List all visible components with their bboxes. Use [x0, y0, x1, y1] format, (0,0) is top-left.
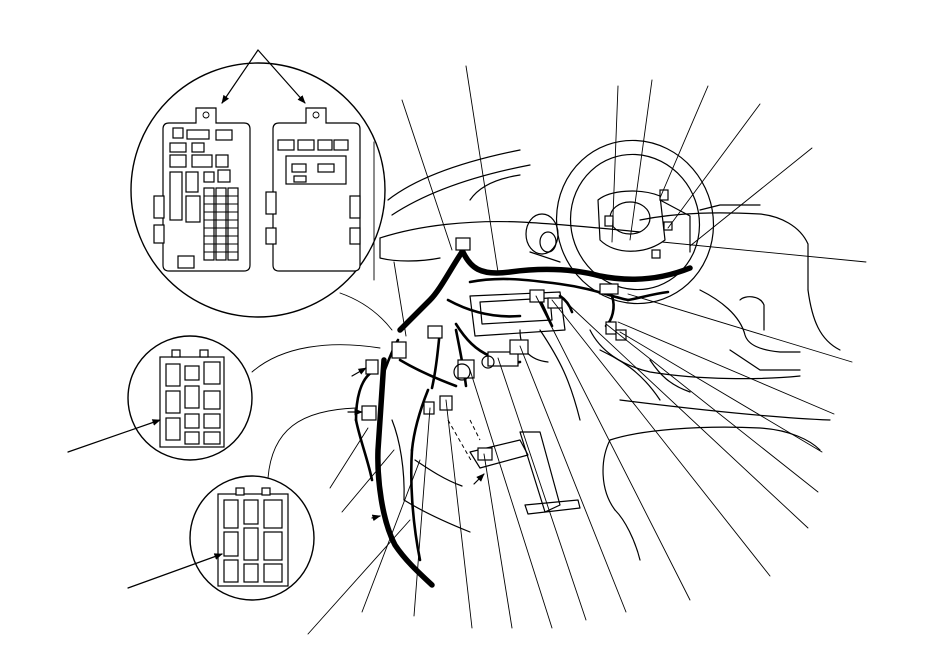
pedal-pad — [524, 499, 581, 515]
callout-arrow-connector-a — [67, 419, 161, 453]
connector-inset-upper — [67, 335, 253, 461]
steering-wheel — [555, 139, 715, 305]
relay-control-box — [265, 107, 361, 272]
inset-leader-a — [251, 344, 381, 373]
brake-pedal — [519, 431, 561, 513]
main-wire-harness — [354, 247, 693, 588]
inset-leader-b — [267, 407, 357, 479]
throttle-pedal — [469, 439, 529, 469]
mini-fuse-grid — [203, 187, 239, 261]
fuse-box-inset — [130, 49, 386, 318]
inset-leader-fuse — [339, 292, 393, 331]
callout-arrow-connector-b — [127, 553, 223, 589]
callout-arrow-fuse-box-left — [221, 49, 259, 104]
callout-leaders — [307, 65, 867, 635]
ignition-switch — [525, 213, 561, 263]
connector-inset-lower — [127, 475, 315, 601]
callout-arrow-fuse-box-right — [257, 49, 306, 104]
dashboard-outline — [379, 149, 841, 561]
connector-block — [455, 237, 471, 251]
under-dash-fuse-box — [153, 107, 251, 272]
